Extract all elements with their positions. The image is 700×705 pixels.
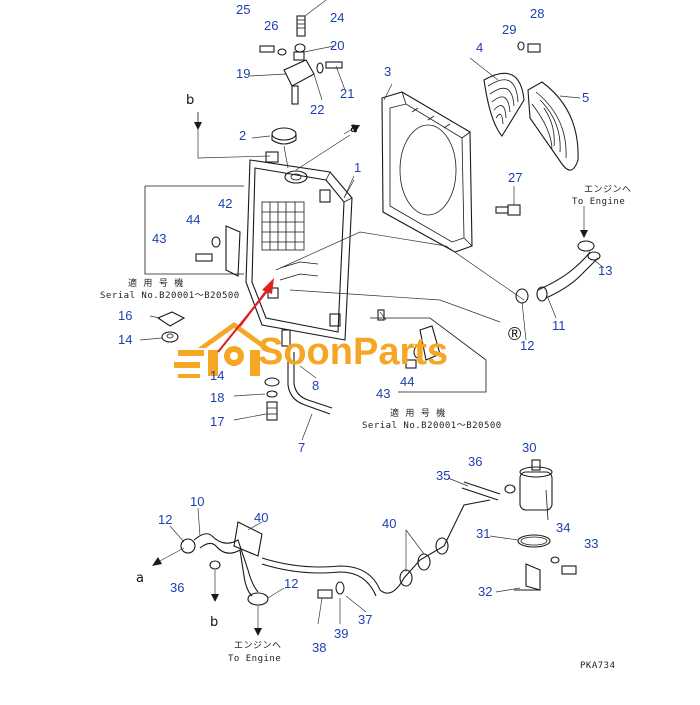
to-engine-note-lower: エンジンへ To Engine — [228, 641, 282, 664]
callout-34: 34 — [556, 520, 570, 535]
callout-4: 4 — [476, 40, 483, 55]
callout-24: 24 — [330, 10, 344, 25]
soonparts-logo-icon — [174, 322, 270, 378]
callout-1: 1 — [354, 160, 361, 175]
to-engine-upper-en: To Engine — [572, 197, 625, 207]
applicable-label-left: 適 用 号 機 — [128, 277, 184, 289]
direction-arrows — [152, 112, 588, 636]
radiator-assembly — [245, 151, 353, 341]
callout-25: 25 — [236, 2, 250, 17]
red-pointer-arrow — [217, 278, 274, 353]
callout-27: 27 — [508, 170, 522, 185]
shroud-bolts — [495, 41, 541, 216]
callout-37: 37 — [358, 612, 372, 627]
callout-38: 38 — [312, 640, 326, 655]
connector-lines — [197, 83, 525, 323]
callout-32: 32 — [478, 584, 492, 599]
ref-a-top: a — [350, 121, 358, 136]
ref-b-bottom: b — [210, 615, 218, 630]
callout-29: 29 — [502, 22, 516, 37]
lower-hose — [180, 521, 345, 624]
callout-42: 42 — [218, 196, 232, 211]
callout-11: 11 — [552, 318, 566, 333]
serial-range-left: Serial No.B20001～B20500 — [100, 291, 240, 301]
callout-33: 33 — [584, 536, 598, 551]
callout-16: 16 — [118, 308, 132, 323]
callout-20: 20 — [330, 38, 344, 53]
callout-3: 3 — [384, 64, 391, 79]
fan-shroud — [381, 91, 473, 253]
to-engine-note-upper: エンジンへ To Engine — [572, 185, 632, 207]
serial-note-box-left — [144, 185, 244, 277]
callout-8: 8 — [312, 378, 319, 393]
callout-7: 7 — [298, 440, 305, 455]
callout-12-upper: 12 — [520, 338, 534, 353]
to-engine-lower-jp: エンジンへ — [234, 641, 282, 651]
serial-note-box-right — [370, 317, 487, 393]
callout-numbers: 1 2 3 4 5 7 8 10 11 12 12 12 13 14 14 16… — [118, 2, 612, 655]
callout-39: 39 — [334, 626, 348, 641]
serial-note-right: 適 用 号 機 Serial No.B20001～B20500 — [362, 407, 502, 431]
watermark: SoonParts ® — [174, 322, 521, 378]
to-engine-lower-en: To Engine — [228, 654, 281, 664]
serial-range-right: Serial No.B20001～B20500 — [362, 421, 502, 431]
drain-hose — [287, 352, 333, 415]
ref-b-top: b — [186, 93, 194, 108]
callout-43-right: 43 — [376, 386, 390, 401]
callout-18: 18 — [210, 390, 224, 405]
callout-14-left: 14 — [118, 332, 132, 347]
callout-2: 2 — [239, 128, 246, 143]
callout-36-lower: 36 — [170, 580, 184, 595]
radiator-core-grid — [261, 201, 305, 251]
serial-note-left: 適 用 号 機 Serial No.B20001～B20500 — [100, 277, 240, 301]
ref-a-bottom: a — [136, 571, 144, 586]
leader-lines — [139, 45, 605, 625]
callout-36-upper: 36 — [468, 454, 482, 469]
callout-14-center: 14 — [210, 368, 224, 383]
callout-22: 22 — [310, 102, 324, 117]
upper-hose — [515, 240, 601, 304]
callout-31: 31 — [476, 526, 490, 541]
callout-19: 19 — [236, 66, 250, 81]
callout-12-lower-mid: 12 — [284, 576, 298, 591]
callout-26: 26 — [264, 18, 278, 33]
callout-21: 21 — [340, 86, 354, 101]
callout-35: 35 — [436, 468, 450, 483]
callout-12-lower-left: 12 — [158, 512, 172, 527]
overflow-tube — [261, 481, 501, 597]
applicable-label-right: 適 用 号 機 — [390, 407, 446, 419]
left-mount-hardware — [156, 311, 291, 421]
callout-5: 5 — [582, 90, 589, 105]
callout-30: 30 — [522, 440, 536, 455]
drawing-code: PKA734 — [580, 661, 616, 671]
callout-10: 10 — [190, 494, 204, 509]
watermark-registered-mark: ® — [508, 324, 521, 344]
callout-40-right: 40 — [382, 516, 396, 531]
fan-guard-right — [527, 81, 579, 171]
callout-44-left: 44 — [186, 212, 200, 227]
callout-17: 17 — [210, 414, 224, 429]
radiator-cap — [271, 127, 297, 169]
callout-13: 13 — [598, 263, 612, 278]
to-engine-upper-jp: エンジンへ — [584, 185, 632, 195]
reservoir-assembly — [504, 459, 577, 591]
watermark-text: SoonParts — [258, 331, 448, 373]
callout-44-right: 44 — [400, 374, 414, 389]
callout-43-left: 43 — [152, 231, 166, 246]
fan-guard-left — [483, 72, 525, 137]
callout-28: 28 — [530, 6, 544, 21]
callout-40-left: 40 — [254, 510, 268, 525]
